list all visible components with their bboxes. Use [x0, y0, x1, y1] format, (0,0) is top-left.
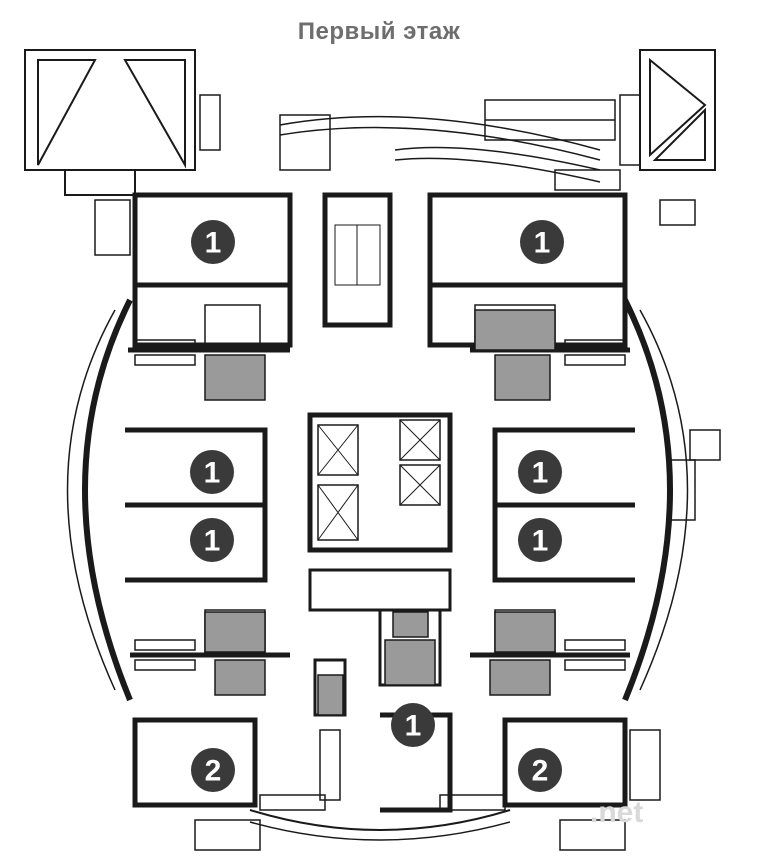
badge-circle [391, 703, 435, 747]
badge-circle [191, 748, 235, 792]
apartment-badge-apt-w-upper: 1 [190, 450, 234, 494]
apartment-badge-apt-w-lower: 1 [190, 518, 234, 562]
entrance-ramp [199, 94, 641, 191]
badge-circle [190, 450, 234, 494]
badge-room-count: 1 [532, 457, 549, 490]
apartment-badge-apt-e-upper: 1 [518, 450, 562, 494]
entrance-vestibule-left [24, 49, 196, 196]
apartment-badge-apt-ne: 1 [520, 220, 564, 264]
stairwell [322, 192, 393, 328]
badge-room-count: 1 [405, 710, 422, 743]
apartment-badge-apt-s-center: 1 [391, 703, 435, 747]
badge-circle [191, 220, 235, 264]
side-stairs [94, 199, 721, 851]
badge-room-count: 2 [205, 755, 222, 788]
badge-room-count: 1 [532, 525, 549, 558]
badge-circle [518, 450, 562, 494]
apartment-badge-apt-e-lower: 1 [518, 518, 562, 562]
badge-room-count: 1 [534, 227, 551, 260]
elevator-shafts [307, 412, 453, 553]
apartment-badge-apt-nw: 1 [191, 220, 235, 264]
badge-room-count: 1 [204, 525, 221, 558]
badge-circle [518, 518, 562, 562]
apartment-badge-apt-sw: 2 [191, 748, 235, 792]
bathrooms [204, 309, 556, 716]
apartment-badge-apt-se: 2 [518, 748, 562, 792]
badge-circle [520, 220, 564, 264]
badge-room-count: 1 [205, 227, 222, 260]
badge-circle [190, 518, 234, 562]
floor-title: Первый этаж [297, 18, 461, 45]
badge-room-count: 1 [204, 457, 221, 490]
watermark-text: .net [590, 796, 644, 829]
badge-room-count: 2 [532, 755, 549, 788]
entrance-vestibule-right [639, 49, 716, 171]
apartment-walls [125, 192, 635, 813]
badge-circle [518, 748, 562, 792]
apartment-badges: 1 1 1 1 1 1 1 2 2 [190, 220, 564, 792]
